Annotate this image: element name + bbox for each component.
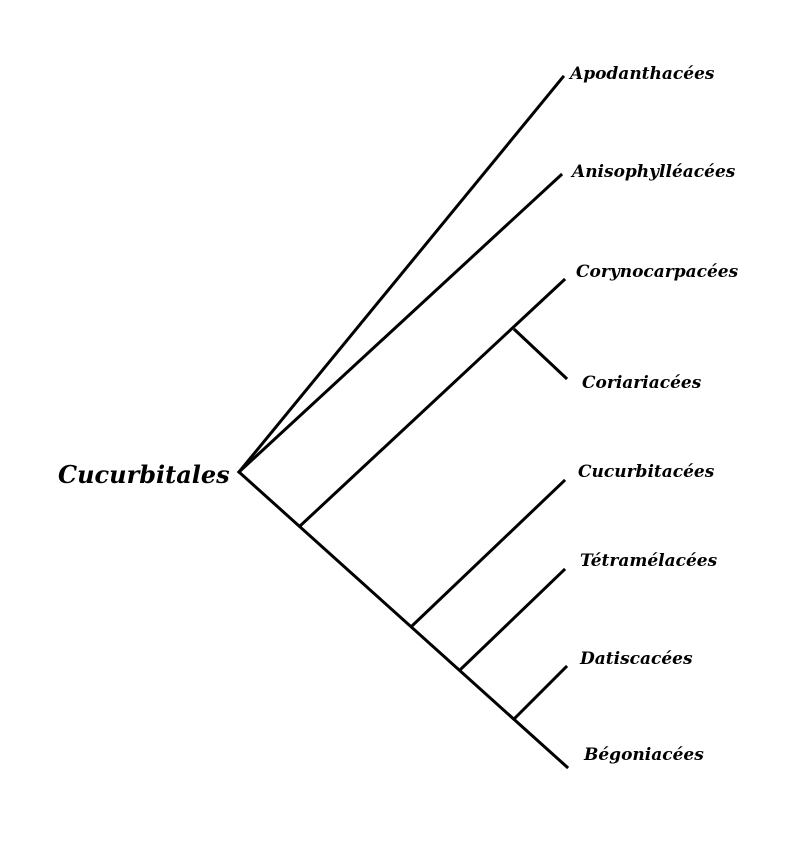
leaf-label: Corynocarpacées [576, 262, 739, 282]
leaf-label: Apodanthacées [570, 64, 715, 84]
leaf-label: Datiscacées [580, 649, 693, 669]
leaf-label: Cucurbitacées [578, 462, 715, 482]
leaf-label: Coriariacées [582, 373, 702, 393]
branch-cucurbitacees [410, 478, 567, 628]
branch-datiscacees [512, 664, 569, 721]
branch-anisophylleacees [236, 172, 564, 475]
main-stem [236, 469, 570, 770]
branch-corynocarpacees [297, 277, 567, 529]
branch-tetramelacees [458, 567, 567, 672]
leaf-label: Bégoniacées [584, 745, 704, 765]
branch-coriariacees [512, 327, 569, 381]
leaf-label: Anisophylléacées [572, 162, 736, 182]
branch-apodanthacees [236, 74, 566, 475]
leaf-label: Tétramélacées [580, 551, 718, 571]
root-label: Cucurbitales [58, 460, 230, 489]
